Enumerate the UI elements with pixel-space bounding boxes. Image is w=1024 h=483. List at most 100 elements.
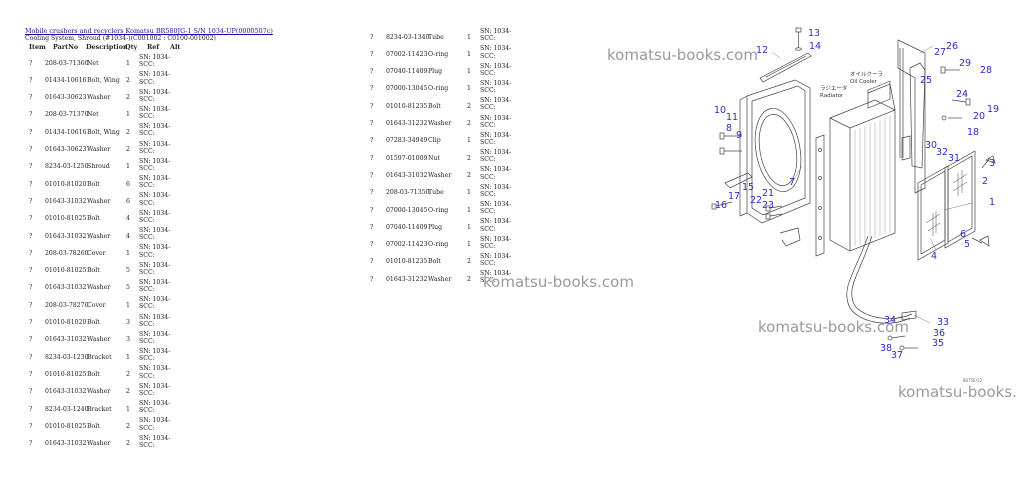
cell-item: ? xyxy=(29,353,33,361)
cell-partno: 208-03-71350 xyxy=(386,189,430,197)
cell-ref: SN: 1034-SCC: xyxy=(480,28,512,43)
cell-ref: SN: 1034-SCC: xyxy=(139,365,171,380)
cell-ref: SN: 1034-SCC: xyxy=(480,131,512,146)
cell-item: ? xyxy=(29,111,33,119)
callout-17: 17 xyxy=(728,191,740,202)
cell-ref: SN: 1034-SCC: xyxy=(139,140,171,155)
cell-description: Washer xyxy=(87,284,111,292)
cell-item: ? xyxy=(29,163,33,171)
shroud-drawing xyxy=(739,79,811,224)
right-frame-drawing xyxy=(897,39,926,194)
cell-item: ? xyxy=(29,180,33,188)
cell-ref: SN: 1034-SCC: xyxy=(139,227,171,242)
cell-qty: 2 xyxy=(126,76,130,84)
cell-description: Bolt xyxy=(428,258,441,266)
callout-29: 29 xyxy=(959,58,971,69)
cell-partno: 01643-31032 xyxy=(45,440,87,448)
cell-item: ? xyxy=(29,301,33,309)
cell-description: Washer xyxy=(87,388,111,396)
cell-qty: 1 xyxy=(467,85,471,93)
cell-description: Washer xyxy=(87,336,111,344)
cell-partno: 208-03-78270 xyxy=(45,301,89,309)
cell-description: Net xyxy=(87,111,99,119)
cell-description: Washer xyxy=(87,197,111,205)
tube-hose-drawing xyxy=(846,235,917,324)
radiator-jp-label: ラジエータ xyxy=(820,84,847,92)
cell-ref: SN: 1034-SCC: xyxy=(139,417,171,432)
cell-description: Cover xyxy=(87,301,106,309)
cell-item: ? xyxy=(29,59,33,67)
cell-partno: 01643-31232 xyxy=(386,275,428,283)
small-brackets-drawing xyxy=(724,172,801,247)
cell-ref: SN: 1034-SCC: xyxy=(480,252,512,268)
callout-19: 19 xyxy=(987,104,999,115)
cell-item: ? xyxy=(29,440,33,448)
cell-item: ? xyxy=(29,128,33,136)
callout-3: 3 xyxy=(989,158,995,169)
cell-description: Cover xyxy=(87,249,106,257)
cell-partno: 8234-03-1230 xyxy=(45,353,89,361)
cell-qty: 2 xyxy=(126,94,130,102)
callout-34: 34 xyxy=(884,315,896,326)
col-ref: Ref xyxy=(147,43,160,51)
cell-description: Washer xyxy=(428,120,452,127)
col-partno: PartNo xyxy=(53,43,79,51)
cell-description: O-ring xyxy=(428,50,449,58)
cell-ref: SN: 1034-SCC: xyxy=(139,296,171,311)
cell-qty: 1 xyxy=(467,68,471,76)
col-alt: Alt xyxy=(170,43,181,51)
cell-partno: 8234-03-1240 xyxy=(45,405,89,413)
net-panels-drawing xyxy=(917,150,976,261)
cell-qty: 1 xyxy=(467,137,471,145)
cell-qty: 1 xyxy=(467,50,471,58)
bolts-left-drawing xyxy=(711,132,783,220)
cell-description: Washer xyxy=(428,275,452,283)
callout-13: 13 xyxy=(808,28,820,39)
cell-item: ? xyxy=(29,197,33,205)
cell-partno: 208-03-71360 xyxy=(45,59,89,67)
cell-description: Bolt xyxy=(87,422,100,430)
cell-partno: 01643-30623 xyxy=(45,146,87,153)
cell-ref: SN: 1034-SCC: xyxy=(480,62,512,77)
cell-item: ? xyxy=(29,249,33,257)
cell-item: ? xyxy=(29,336,33,344)
callout-14: 14 xyxy=(809,41,821,52)
cell-ref: SN: 1034-SCC: xyxy=(139,157,171,172)
cell-description: Nut xyxy=(428,154,440,162)
cell-item: ? xyxy=(370,206,374,214)
cell-item: ? xyxy=(29,94,33,102)
figure-number: 8075E/12 xyxy=(963,378,983,383)
cell-description: Bolt xyxy=(428,102,441,110)
cell-ref: SN: 1034-SCC: xyxy=(139,244,171,259)
cell-ref: SN: 1034-SCC: xyxy=(139,105,171,121)
cell-item: ? xyxy=(370,33,374,41)
cell-qty: 2 xyxy=(126,388,130,396)
callouts: 1 2 3 4 5 6 7 8 9 10 11 12 13 14 15 16 1… xyxy=(714,28,999,361)
oilcooler-jp-label: オイルクーラ xyxy=(850,71,883,78)
cell-item: ? xyxy=(29,370,33,378)
catalog-page-link[interactable]: Mobile crushers and recyclers Komatsu BR… xyxy=(25,27,273,35)
callout-32: 32 xyxy=(936,147,948,158)
cell-description: O-ring xyxy=(428,85,449,93)
callout-36: 36 xyxy=(933,328,945,339)
callout-6: 6 xyxy=(960,229,966,240)
cell-partno: 01010-81020 xyxy=(45,180,87,188)
cell-item: ? xyxy=(29,405,33,413)
cell-ref: SN: 1034-SCC: xyxy=(480,166,512,181)
